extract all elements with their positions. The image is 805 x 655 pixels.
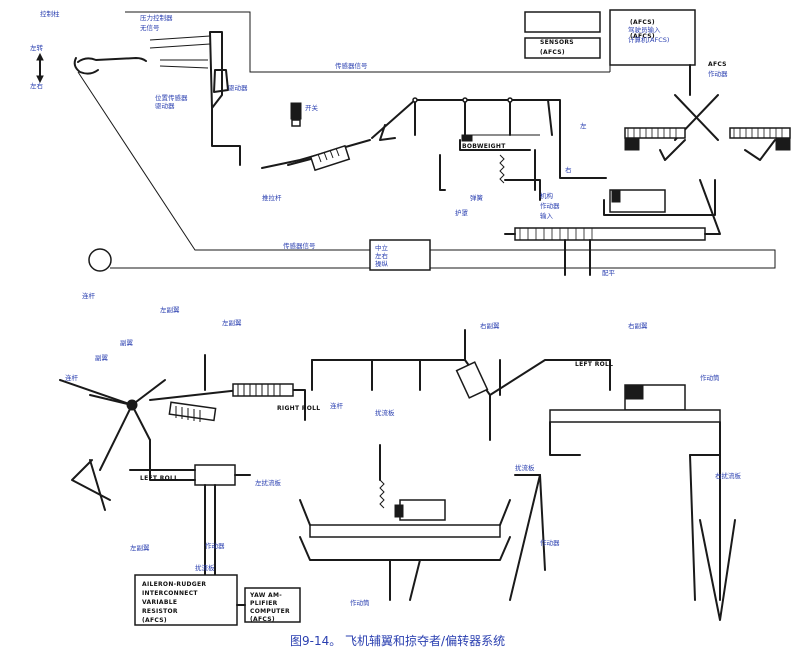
lower-spoiler-linkage: [59, 329, 736, 626]
annotations: 控制柱 左转 左右 压力控制器 无信号 位置传感器 驱动器 驱动器 传感器信号 …: [30, 9, 742, 607]
annot-bottom-6: 副翼: [95, 353, 109, 362]
sensors-label: SENSORS: [540, 39, 574, 46]
annot-bottom-11: 扰流板: [515, 463, 535, 472]
right-roll-label: RIGHT ROLL: [277, 405, 320, 412]
afcs-sensors-label: (AFCS): [540, 49, 565, 56]
figure-caption: 图9-14。 飞机辅翼和掠夺者/偏转器系统: [290, 633, 505, 648]
annot-bottom-12: 作动器: [540, 538, 560, 547]
annot-bottom-3: 右副翼: [480, 321, 500, 330]
annot-sensor-signal: 传感器信号: [335, 61, 368, 70]
annot-left: 左: [580, 121, 587, 130]
annot-bottom-10: 扰流板: [375, 408, 395, 417]
left-roll-top-label: LEFT ROLL: [575, 361, 613, 368]
annot-bottom-15: 作动筒: [350, 598, 370, 607]
yaw-line-3: COMPUTER: [250, 608, 290, 615]
annot-trim: 配平: [602, 269, 616, 277]
aileron-rudger-block: AILERON-RUDGER INTERCONNECT VARIABLE RES…: [142, 581, 206, 624]
aileron-line-5: (AFCS): [142, 617, 167, 624]
annot-bottom-16: 左副翼: [130, 543, 150, 552]
annot-spring: 弹簧: [470, 193, 484, 202]
yaw-line-1: YAW AM-: [249, 592, 282, 599]
annot-rod: 推拉杆: [262, 193, 282, 202]
annot-top-center-2: 无信号: [140, 23, 160, 32]
annot-top-mid-3: 驱动器: [228, 84, 248, 92]
annot-bottom-18: 扰流板: [195, 563, 215, 572]
annot-mechanism: 机构: [540, 191, 554, 200]
annot-bottom-13: 左扰流板: [255, 478, 282, 487]
annot-bottom-7: 连杆: [65, 373, 79, 382]
annot-top-left-1: 控制柱: [40, 9, 60, 18]
annot-bottom-8: 连杆: [330, 401, 344, 410]
annot-guard: 护罩: [455, 208, 469, 217]
annot-top-center-1: 压力控制器: [140, 13, 173, 22]
annot-top-mid-1: 位置传感器: [155, 93, 188, 102]
annot-input: 输入: [540, 211, 554, 220]
annot-top-right-1: 驾驶员输入: [628, 25, 661, 34]
bobweight-label: BOBWEIGHT: [462, 143, 506, 150]
annot-bottom-4: 右副翼: [628, 321, 648, 330]
annot-top-right-2: 计算机(AFCS): [628, 35, 669, 44]
annot-circle-left: 连杆: [82, 291, 96, 300]
annot-afcs-ports: 作动器: [708, 69, 728, 78]
aileron-line-3: VARIABLE: [142, 599, 177, 606]
yaw-line-2: PLIFIER: [250, 600, 278, 607]
annot-center-signal: 传感器信号: [283, 241, 316, 250]
annot-bottom-1: 左副翼: [160, 305, 180, 314]
yaw-line-4: (AFCS): [250, 616, 275, 623]
aileron-line-1: AILERON-RUDGER: [142, 581, 206, 588]
annot-bottom-9: 作动筒: [700, 373, 720, 382]
afcs-label-1: (AFCS): [630, 19, 655, 26]
annot-bottom-2: 左副翼: [222, 318, 242, 327]
upper-control-linkage: [36, 9, 791, 276]
annot-bottom-17: 作动器: [205, 541, 225, 550]
annot-bottom-14: 右扰流板: [715, 471, 742, 480]
left-roll-bottom-label: LEFT ROLL: [140, 475, 178, 482]
afcs-computer-label: (AFCS): [630, 33, 655, 40]
afcs-ports-label: AFCS: [708, 61, 727, 68]
annot-center-box-3: 操纵: [375, 259, 389, 268]
annot-right: 右: [565, 165, 572, 174]
aileron-line-2: INTERCONNECT: [142, 590, 198, 597]
yaw-amplifier-block: YAW AM- PLIFIER COMPUTER (AFCS): [249, 592, 290, 623]
annot-top-left-3: 左右: [30, 81, 44, 90]
aileron-line-4: RESISTOR: [142, 608, 178, 615]
annot-top-mid-2: 驱动器: [155, 102, 175, 110]
annot-center-box-2: 左右: [375, 251, 389, 260]
annot-top-left-2: 左转: [30, 43, 44, 52]
annot-bottom-5: 副翼: [120, 338, 134, 347]
annot-center-box-1: 中立: [375, 243, 389, 252]
annot-actuator: 作动器: [540, 201, 560, 210]
annot-switch: 开关: [305, 103, 319, 112]
